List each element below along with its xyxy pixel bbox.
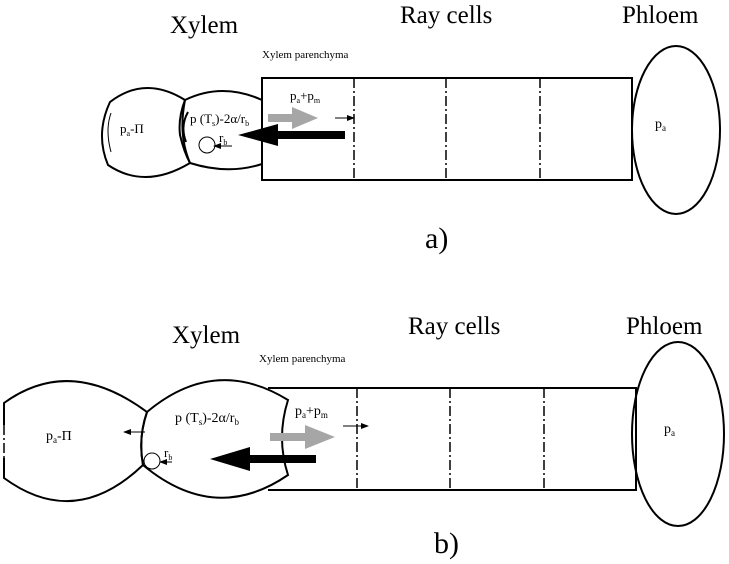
bubble-radius-circle-a [198, 136, 216, 154]
grey-arrow-a [268, 107, 318, 129]
panel-a: Xylem Ray cells Phloem Xylem parenchyma … [100, 2, 721, 255]
bubble-mid-b [140, 379, 290, 499]
bubble-left-label-a: pa-Π [120, 121, 144, 138]
bubble-left-b [3, 380, 149, 503]
bubble-radius-circle-b [143, 452, 161, 470]
bubble-left-label-b: pa-Π [46, 429, 72, 445]
phloem-pressure-label-b: pa [664, 422, 675, 438]
radius-label-b: rb [164, 445, 172, 462]
bubble-mid-bracket-a [182, 111, 189, 143]
phloem-ellipse-b [631, 341, 725, 527]
flow-label-a: pa+pm [290, 88, 321, 105]
xylem-parenchyma-label-a: Xylem parenchyma [262, 49, 349, 61]
phloem-title-b: Phloem [626, 313, 703, 340]
bubble-mid-a [181, 90, 263, 171]
black-arrow-a [238, 124, 345, 146]
grey-arrow-b [270, 425, 335, 449]
flow-label-b: pa+pm [295, 404, 328, 420]
panel-label-b: b) [434, 527, 459, 560]
bubble-mid-label-a: p (Ts)-2α/rb [190, 111, 249, 128]
ray-cells-title-b: Ray cells [408, 313, 500, 340]
xylem-title-b: Xylem [172, 322, 241, 349]
bubble-left-a [100, 87, 192, 178]
ray-cells-box-a [261, 77, 633, 181]
panel-label-a: a) [425, 222, 448, 255]
phloem-title-a: Phloem [622, 2, 699, 29]
bubble-mid-label-b: p (Ts)-2α/rb [175, 411, 239, 427]
phloem-pressure-label-a: pa [655, 117, 666, 133]
radius-label-a: rb [219, 130, 227, 147]
xylem-title-a: Xylem [170, 12, 239, 39]
phloem-ellipse-a [631, 45, 721, 215]
ray-cells-title-a: Ray cells [400, 2, 492, 29]
bubble-left-bracket-a [107, 112, 112, 153]
xylem-parenchyma-label-b: Xylem parenchyma [259, 353, 346, 365]
panel-b: Xylem Ray cells Phloem Xylem parenchyma … [2, 313, 725, 560]
black-arrow-b [210, 447, 316, 471]
